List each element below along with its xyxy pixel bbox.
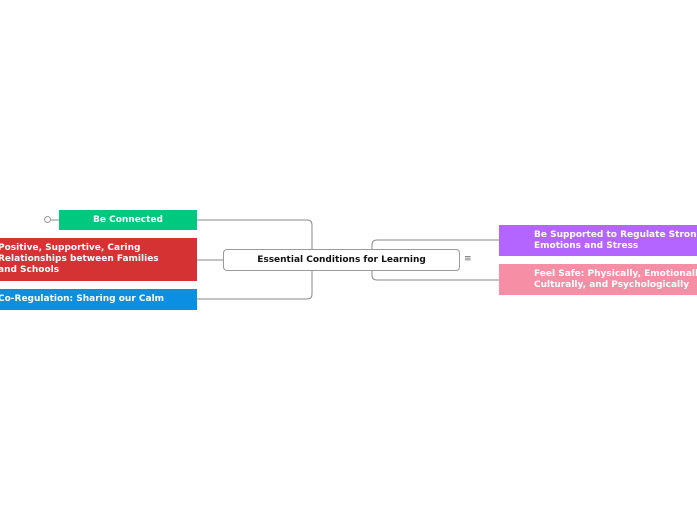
topic-label: Be Supported to Regulate Strong Emotions… bbox=[534, 229, 697, 251]
topic-label: Feel Safe: Physically, Emotionally, Cult… bbox=[534, 268, 697, 290]
topic-relationships[interactable]: Positive, Supportive, Caring Relationshi… bbox=[0, 238, 197, 281]
connector-co-regulation bbox=[197, 271, 313, 300]
topic-co-regulation[interactable]: Co-Regulation: Sharing our Calm bbox=[0, 289, 197, 310]
connector-feel-safe bbox=[371, 271, 499, 281]
notes-icon[interactable]: ≡ bbox=[464, 254, 472, 264]
central-topic-label: Essential Conditions for Learning bbox=[257, 254, 426, 265]
topic-label: Co-Regulation: Sharing our Calm bbox=[0, 294, 165, 304]
topic-regulate-emotions[interactable]: Be Supported to Regulate Strong Emotions… bbox=[499, 225, 697, 256]
topic-label: Be Connected bbox=[93, 214, 163, 225]
topic-feel-safe[interactable]: Feel Safe: Physically, Emotionally, Cult… bbox=[499, 264, 697, 295]
central-topic[interactable]: Essential Conditions for Learning bbox=[223, 249, 460, 271]
connector-be-connected bbox=[197, 219, 313, 249]
topic-be-connected[interactable]: Be Connected bbox=[59, 210, 197, 230]
topic-label: Positive, Supportive, Caring Relationshi… bbox=[0, 243, 159, 275]
collapse-toggle-icon[interactable] bbox=[44, 216, 51, 223]
connector-regulate bbox=[371, 239, 499, 249]
